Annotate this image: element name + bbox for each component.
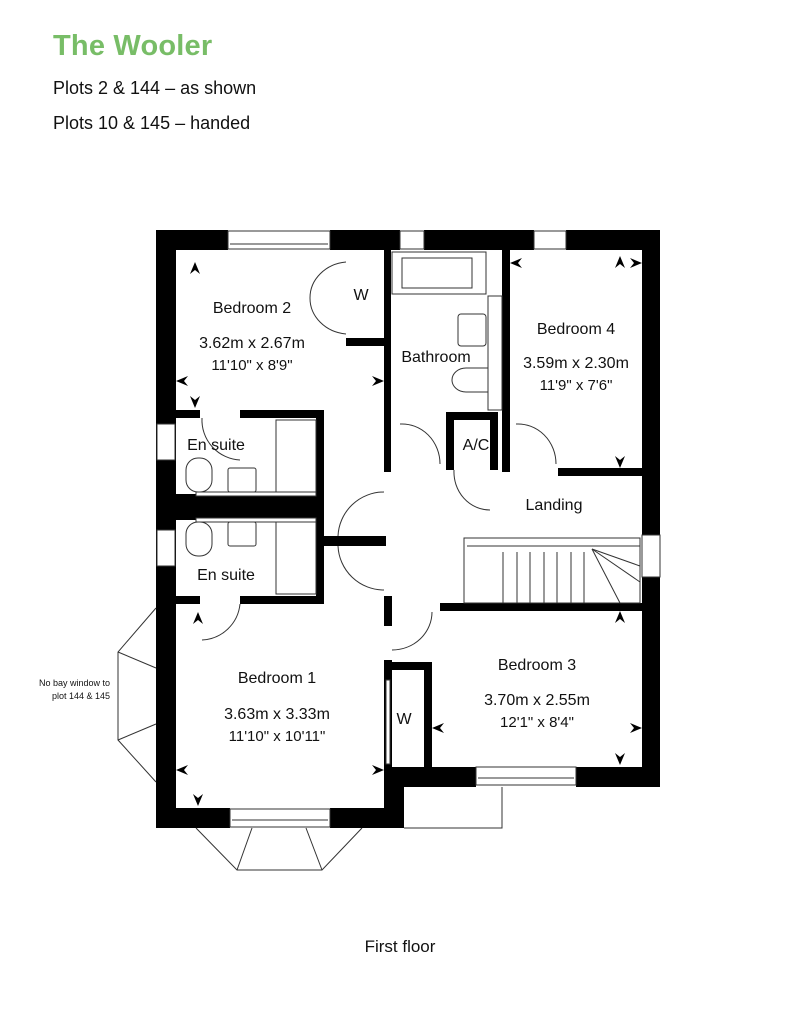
plots-handed: Plots 10 & 145 – handed [53,113,251,133]
airing-cupboard: A/C [463,437,490,454]
ensuite-top: En suite [187,437,245,454]
bedroom3-metric: 3.70m x 2.55m [484,692,590,709]
bedroom2-metric: 3.62m x 2.67m [199,335,305,352]
bedroom2-name: Bedroom 2 [213,300,291,317]
doors [201,261,557,651]
ensuite-bottom: En suite [197,567,255,584]
wardrobe-bed1: W [396,711,412,728]
bedroom4-imperial: 11'9" x 7'6" [540,377,613,394]
walls [156,230,660,828]
stairs [463,537,641,604]
room-labels: Bedroom 2 3.62m x 2.67m 11'10" x 8'9" W … [187,287,629,745]
bay-windows [117,607,503,871]
bedroom1-metric: 3.63m x 3.33m [224,706,330,723]
landing-name: Landing [526,497,583,514]
bedroom4-metric: 3.59m x 2.30m [523,355,629,372]
plan-title: The Wooler [53,30,213,62]
windows [156,230,661,828]
wardrobe-bed2: W [353,287,369,304]
bedroom3-imperial: 12'1" x 8'4" [500,714,574,731]
bedroom4-name: Bedroom 4 [537,321,615,338]
fixtures [185,251,503,765]
plots-as-shown: Plots 2 & 144 – as shown [53,78,257,98]
bay-window-note: No bay window to plot 144 & 145 [38,678,110,701]
bedroom1-name: Bedroom 1 [238,670,316,687]
bedroom2-imperial: 11'10" x 8'9" [211,357,292,374]
bathroom-name: Bathroom [401,349,470,366]
bedroom3-name: Bedroom 3 [498,657,576,674]
floor-label: First floor [364,937,436,956]
bedroom1-imperial: 11'10" x 10'11" [229,728,326,745]
dimension-arrows [176,256,642,806]
